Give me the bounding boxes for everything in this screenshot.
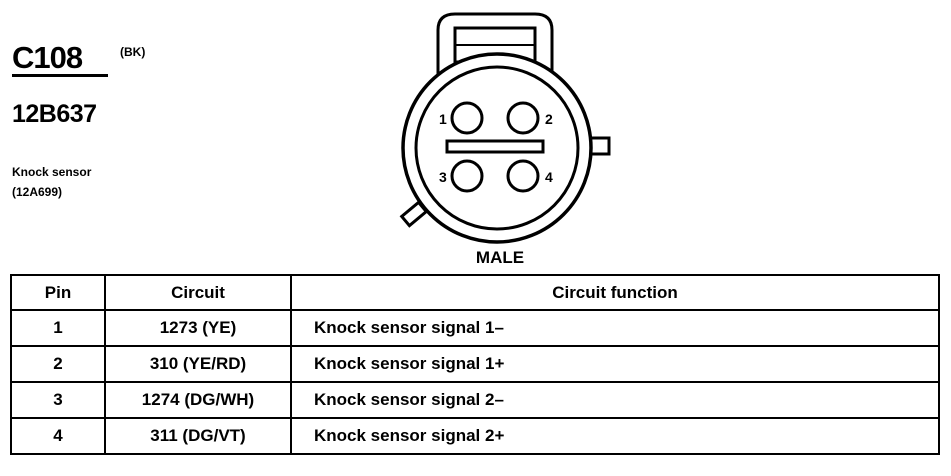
connector-id-underline xyxy=(12,74,108,77)
connector-id: C108 xyxy=(12,40,83,75)
pin-2-label: 2 xyxy=(545,111,553,127)
circuit-function-cell: Knock sensor signal 2+ xyxy=(290,417,940,455)
pin-cell: 4 xyxy=(10,417,106,455)
header-circuit: Circuit xyxy=(104,274,292,311)
pin-1-label: 1 xyxy=(439,111,447,127)
connector-lock-tab xyxy=(436,12,554,100)
circuit-cell: 310 (YE/RD) xyxy=(104,345,292,383)
table-row: 4 311 (DG/VT) Knock sensor signal 2+ xyxy=(10,417,940,455)
component-name: Knock sensor xyxy=(12,165,92,179)
circuit-function-cell: Knock sensor signal 1+ xyxy=(290,345,940,383)
pin-2-socket xyxy=(506,101,540,135)
table-row: 3 1274 (DG/WH) Knock sensor signal 2– xyxy=(10,381,940,419)
pin-cell: 1 xyxy=(10,309,106,347)
color-code: (BK) xyxy=(120,45,146,59)
pin-4-label: 4 xyxy=(545,169,553,185)
connector-center-bar xyxy=(445,139,545,154)
pin-cell: 3 xyxy=(10,381,106,419)
pin-4-socket xyxy=(506,159,540,193)
pin-circuit-table: Pin Circuit Circuit function 1 1273 (YE)… xyxy=(10,274,940,455)
pin-3-socket xyxy=(450,159,484,193)
circuit-function-cell: Knock sensor signal 2– xyxy=(290,381,940,419)
component-part-number: (12A699) xyxy=(12,185,63,199)
connector-face-diagram: 1 2 3 4 xyxy=(399,12,611,244)
circuit-cell: 1273 (YE) xyxy=(104,309,292,347)
circuit-function-cell: Knock sensor signal 1– xyxy=(290,309,940,347)
pin-cell: 2 xyxy=(10,345,106,383)
part-number: 12B637 xyxy=(12,100,97,128)
pin-3-label: 3 xyxy=(439,169,447,185)
pin-1-socket xyxy=(450,101,484,135)
table-header-row: Pin Circuit Circuit function xyxy=(10,274,940,311)
table-row: 2 310 (YE/RD) Knock sensor signal 1+ xyxy=(10,345,940,383)
header-pin: Pin xyxy=(10,274,106,311)
circuit-cell: 1274 (DG/WH) xyxy=(104,381,292,419)
connector-gender-label: MALE xyxy=(475,248,525,267)
circuit-cell: 311 (DG/VT) xyxy=(104,417,292,455)
header-circuit-function: Circuit function xyxy=(290,274,940,311)
table-row: 1 1273 (YE) Knock sensor signal 1– xyxy=(10,309,940,347)
